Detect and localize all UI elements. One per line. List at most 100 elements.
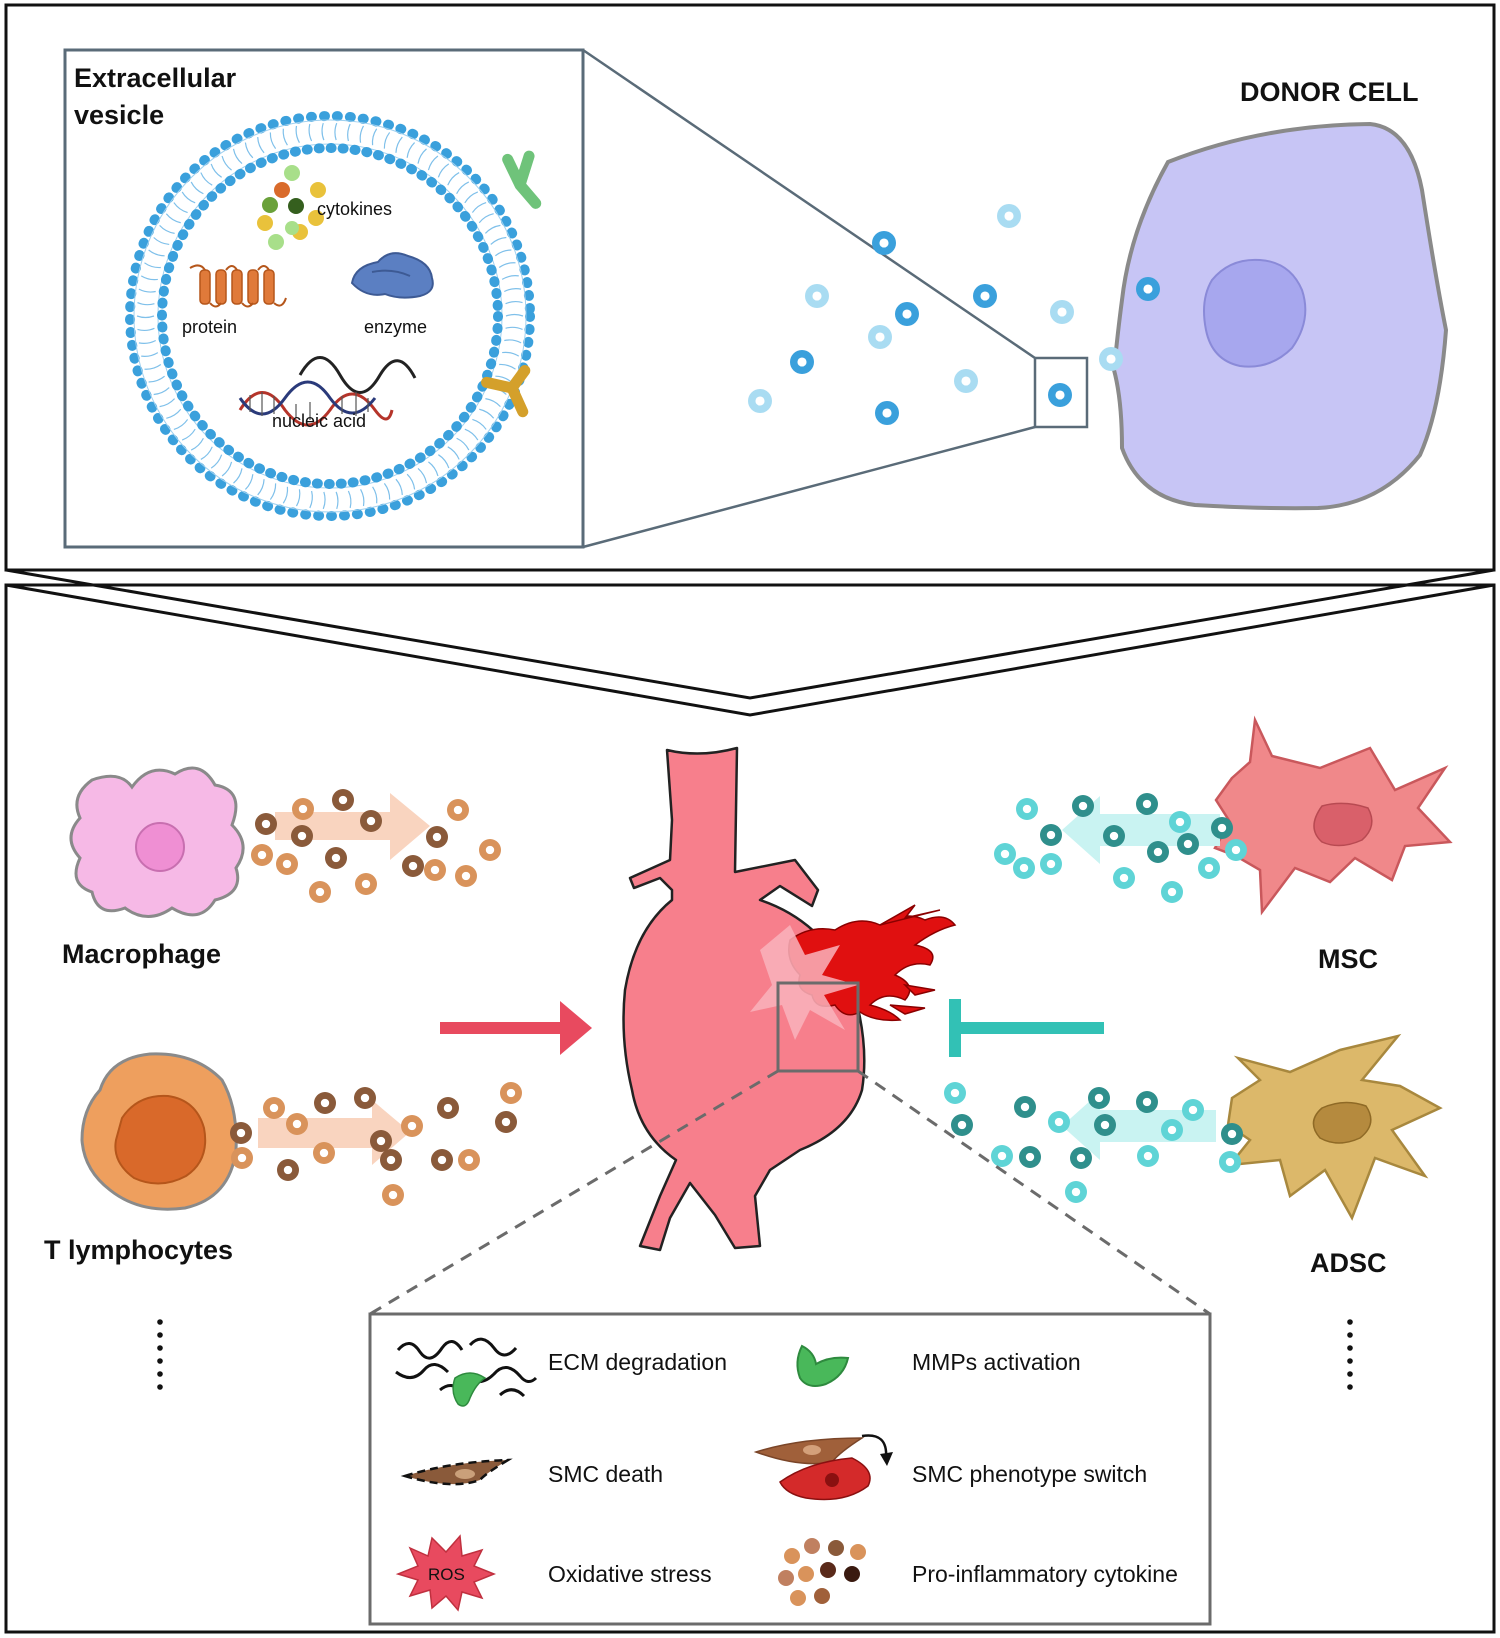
surface-receptor-gold-icon (481, 365, 531, 418)
legend-pro-inflammatory-cytokine: Pro-inflammatory cytokine (912, 1561, 1178, 1587)
inhibit-symbol (949, 999, 1104, 1057)
secreted-vesicle (332, 789, 354, 811)
secreted-vesicle (495, 1111, 517, 1133)
macrophage-secretion-arrow (275, 793, 430, 860)
t-cell-secretion-arrow (258, 1100, 410, 1165)
secreted-vesicle (1225, 839, 1247, 861)
mmp-in-ecm-icon (452, 1372, 487, 1407)
secreted-vesicle (325, 847, 347, 869)
secreted-vesicle (401, 1115, 423, 1137)
nucleic-acid-icon (238, 356, 417, 427)
secreted-vesicle (276, 853, 298, 875)
adsc-cell (1226, 1033, 1443, 1221)
secreted-vesicle (1088, 1087, 1110, 1109)
released-vesicle (790, 350, 814, 374)
aneurysmal-aorta (622, 746, 866, 1252)
secreted-vesicles (230, 789, 1247, 1206)
adsc-secretion-arrow (1062, 1092, 1216, 1160)
protein-label: protein (182, 317, 237, 337)
secreted-vesicle (1113, 867, 1135, 889)
secreted-vesicle (447, 799, 469, 821)
secreted-vesicle (1219, 1151, 1241, 1173)
released-vesicle (872, 231, 896, 255)
secreted-vesicle (1177, 833, 1199, 855)
msc-secretion-arrow (1062, 796, 1220, 864)
secreted-vesicle (426, 826, 448, 848)
secreted-vesicle (1182, 1099, 1204, 1121)
legend-smc-phenotype-switch: SMC phenotype switch (912, 1461, 1147, 1487)
secreted-vesicle (313, 1142, 335, 1164)
released-vesicle (997, 204, 1021, 228)
secreted-vesicle (286, 1113, 308, 1135)
secreted-vesicle (314, 1092, 336, 1114)
released-vesicle (954, 369, 978, 393)
top-panel-frame (4, 3, 1496, 572)
secreted-vesicle (1040, 824, 1062, 846)
released-vesicle (973, 284, 997, 308)
macrophage-label: Macrophage (62, 939, 221, 969)
secreted-vesicle (1221, 1123, 1243, 1145)
panel-divider-chevron (5, 568, 1495, 717)
secreted-vesicle (292, 798, 314, 820)
secreted-vesicle (455, 865, 477, 887)
vesicle-title-line1: Extracellular (74, 63, 237, 93)
secreted-vesicle (382, 1184, 404, 1206)
bottom-panel-frame (4, 583, 1496, 1634)
secreted-vesicle (944, 1082, 966, 1104)
secreted-vesicle (431, 1149, 453, 1171)
protein-icon (189, 264, 287, 308)
smc-death-icon (400, 1458, 513, 1486)
secreted-vesicle (991, 1145, 1013, 1167)
secreted-vesicle (1014, 1096, 1036, 1118)
t-lymphocyte-cell (80, 1052, 238, 1211)
secreted-vesicle (458, 1149, 480, 1171)
secreted-vesicle (1161, 881, 1183, 903)
promote-arrow (440, 1001, 592, 1055)
secreted-vesicle (380, 1149, 402, 1171)
released-vesicle (1050, 300, 1074, 324)
secreted-vesicle (1013, 857, 1035, 879)
secreted-vesicle (1094, 1114, 1116, 1136)
donor-cell-label: DONOR CELL (1240, 77, 1419, 107)
secreted-vesicle (1065, 1181, 1087, 1203)
secreted-vesicle (355, 873, 377, 895)
secreted-vesicle (479, 839, 501, 861)
secreted-vesicle (1048, 1111, 1070, 1133)
secreted-vesicle (277, 1159, 299, 1181)
secreted-vesicle (1136, 1091, 1158, 1113)
enzyme-label: enzyme (364, 317, 427, 337)
msc-label: MSC (1318, 944, 1378, 974)
secreted-vesicle (1136, 793, 1158, 815)
msc-cell (1213, 715, 1453, 916)
secreted-vesicle (309, 881, 331, 903)
secreted-vesicle (1147, 841, 1169, 863)
secreted-vesicle (1040, 853, 1062, 875)
aorta-zoom-box (776, 981, 860, 1073)
secreted-vesicle (424, 859, 446, 881)
nucleic-acid-label: nucleic acid (272, 411, 366, 431)
secreted-vesicle (1019, 1146, 1041, 1168)
secreted-vesicle (263, 1097, 285, 1119)
released-vesicle (805, 284, 829, 308)
smc-phenotype-switch-icon (753, 1434, 893, 1501)
donor-cell (1111, 121, 1449, 511)
zoom-source-box (1033, 356, 1089, 429)
legend-ecm-degradation: ECM degradation (548, 1349, 727, 1375)
secreted-vesicle (500, 1082, 522, 1104)
legend-oxidative-stress: Oxidative stress (548, 1561, 712, 1587)
secreted-vesicle (230, 1122, 252, 1144)
secreted-vesicle (1103, 825, 1125, 847)
pro-inflammatory-cytokine-icon (778, 1538, 866, 1606)
secreted-vesicle (251, 844, 273, 866)
secreted-vesicle (255, 813, 277, 835)
secreted-vesicle (1211, 817, 1233, 839)
mmps-activation-icon (796, 1344, 850, 1387)
secreted-vesicle (437, 1097, 459, 1119)
secreted-vesicle (1169, 811, 1191, 833)
legend-smc-death: SMC death (548, 1461, 663, 1487)
secreted-vesicle (1016, 798, 1038, 820)
adsc-label: ADSC (1310, 1248, 1387, 1278)
cytokines-label: cytokines (317, 199, 392, 219)
released-vesicle (868, 325, 892, 349)
